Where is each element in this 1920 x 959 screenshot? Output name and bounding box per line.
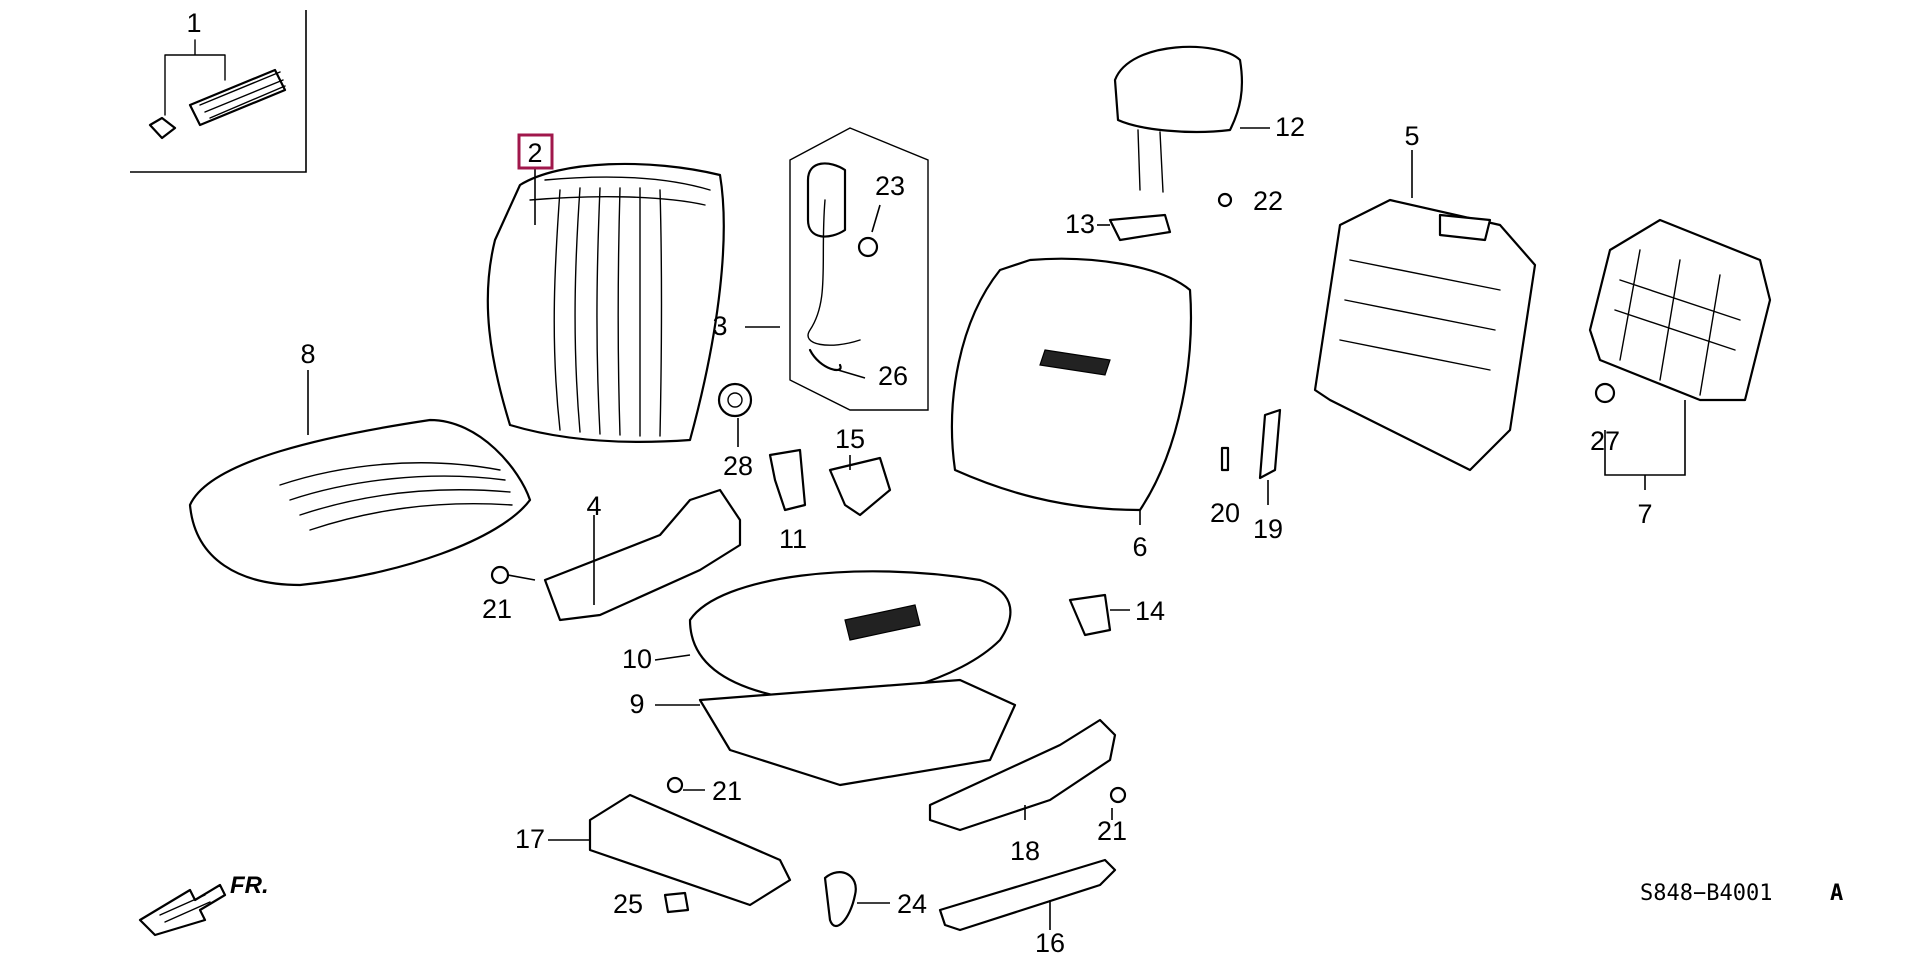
part-18-side-cover[interactable]: 18 xyxy=(928,718,1117,866)
callout-11: 11 xyxy=(779,524,807,554)
part-27-clip[interactable]: 27 xyxy=(1590,382,1620,456)
callout-9: 9 xyxy=(629,689,644,719)
part-7-back-panel[interactable]: 7 xyxy=(1588,218,1772,529)
callout-14: 14 xyxy=(1135,596,1165,626)
callout-27: 27 xyxy=(1590,426,1620,456)
part-1-clips[interactable]: 1 xyxy=(130,8,307,173)
callout-25: 25 xyxy=(613,889,643,919)
part-10-cushion-pad[interactable]: 10 xyxy=(622,570,1012,702)
callout-21-center: 21 xyxy=(712,776,742,806)
callout-12: 12 xyxy=(1275,112,1305,142)
part-25-clip[interactable]: 25 xyxy=(613,889,690,919)
part-14-bracket[interactable]: 14 xyxy=(1068,593,1165,637)
callout-19: 19 xyxy=(1253,514,1283,544)
callout-26: 26 xyxy=(878,361,908,391)
part-20-clip[interactable]: 20 xyxy=(1210,446,1240,528)
callout-4: 4 xyxy=(586,491,601,521)
part-2-seatback-cover[interactable]: 2 xyxy=(486,133,725,443)
callout-13: 13 xyxy=(1065,209,1095,239)
part-17-trim[interactable]: 17 xyxy=(515,793,792,907)
diagram-code-text: S848−B4001 xyxy=(1640,881,1772,906)
diagram-code: S848−B4001 A xyxy=(1640,881,1843,906)
part-19-lever[interactable]: 19 xyxy=(1253,408,1283,544)
callout-8: 8 xyxy=(300,339,315,369)
part-21-bolt-center[interactable]: 21 xyxy=(666,776,742,806)
part-8-cushion-cover[interactable]: 8 xyxy=(188,339,532,587)
part-9-seat-pan[interactable]: 9 xyxy=(629,678,1017,787)
part-13-guide[interactable]: 13 xyxy=(1065,209,1172,242)
part-24-cover[interactable]: 24 xyxy=(823,871,927,928)
callout-21-right: 21 xyxy=(1097,816,1127,846)
callout-24: 24 xyxy=(897,889,927,919)
part-16-rail-cover[interactable]: 16 xyxy=(938,858,1117,958)
part-21-bolt-left[interactable]: 21 xyxy=(482,565,536,624)
callout-6: 6 xyxy=(1132,532,1147,562)
callout-22: 22 xyxy=(1253,186,1283,216)
callout-1: 1 xyxy=(186,8,201,38)
part-12-headrest[interactable]: 12 xyxy=(1113,45,1305,193)
part-6-seatback-pad[interactable]: 6 xyxy=(950,257,1193,562)
callout-15: 15 xyxy=(835,424,865,454)
part-15-bracket[interactable]: 15 xyxy=(828,424,892,517)
part-5-frame[interactable]: 5 xyxy=(1313,121,1537,472)
callout-7: 7 xyxy=(1637,499,1652,529)
callout-21-left: 21 xyxy=(482,594,512,624)
callout-20: 20 xyxy=(1210,498,1240,528)
callout-2: 2 xyxy=(527,138,542,168)
part-4-side-cover[interactable]: 4 xyxy=(543,488,742,622)
part-11-lever[interactable]: 11 xyxy=(768,448,807,554)
diagram-code-suffix: A xyxy=(1830,881,1843,906)
callout-28: 28 xyxy=(723,451,753,481)
callout-23: 23 xyxy=(875,171,905,201)
callout-5: 5 xyxy=(1404,121,1419,151)
callout-18: 18 xyxy=(1010,836,1040,866)
callout-17: 17 xyxy=(515,824,545,854)
part-3-assembly[interactable]: 3 23 26 xyxy=(712,127,929,411)
part-28-knob[interactable]: 28 xyxy=(717,382,753,481)
front-direction-indicator: FR. xyxy=(138,872,269,937)
callout-16: 16 xyxy=(1035,928,1065,958)
part-22-clip[interactable]: 22 xyxy=(1217,186,1283,216)
callout-3: 3 xyxy=(712,311,727,341)
highlight-box xyxy=(517,133,554,170)
callout-10: 10 xyxy=(622,644,652,674)
fr-label: FR. xyxy=(230,872,269,899)
part-21-bolt-right[interactable]: 21 xyxy=(1097,786,1127,846)
